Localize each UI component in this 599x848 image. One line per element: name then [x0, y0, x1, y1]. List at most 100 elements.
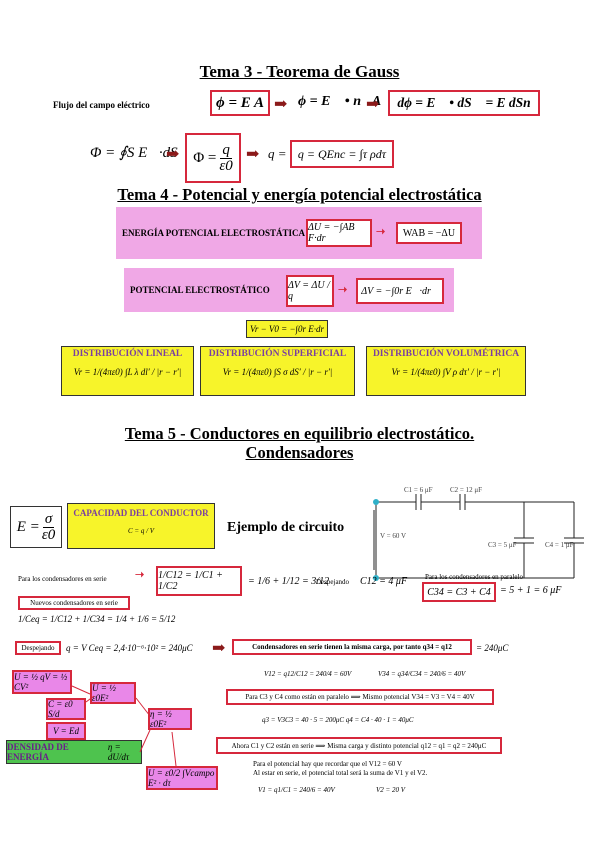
despejando-2-box: Despejando — [15, 641, 61, 655]
u-eq: U = ½ qV = ½ CV² — [14, 672, 68, 692]
capacidad-label: CAPACIDAD DEL CONDUCTOR — [73, 508, 209, 518]
despejando-1: Despejando — [316, 578, 350, 586]
eta-eq: η = ½ ε0E² — [150, 709, 172, 729]
gauss-eq4: Φ = ∮S E⃗·dS⃗ — [90, 145, 190, 161]
dist-volumetrica-eq: Vr = 1/(4πε0) ∫V ρ dτ′ / |r − r′| — [391, 367, 501, 377]
q-eq: q = V Ceq = 2,4·10⁻⁶·10² = 240μC — [66, 643, 193, 653]
phi-symbol: Φ = — [193, 149, 217, 166]
gauss-eq5-box: Φ = q ε0 — [185, 133, 241, 183]
dist-superficial-title: DISTRIBUCIÓN SUPERFICIAL — [208, 349, 347, 359]
circuit-c3: C3 = 5 μF — [488, 541, 517, 549]
tema5-title: Tema 5 - Conductores en equilibrio elect… — [0, 424, 599, 462]
nota-2: Al estar en serie, el potencial total se… — [253, 769, 428, 777]
capacidad-box: CAPACIDAD DEL CONDUCTOR C = q / V — [67, 503, 215, 549]
v34-eq: V34 = q34/C34 = 240/6 = 40V — [378, 670, 466, 678]
arrow-right-icon: ➡ — [366, 96, 380, 113]
tema5-title-line2: Condensadores — [245, 443, 354, 462]
dist-lineal-title: DISTRIBUCIÓN LINEAL — [72, 349, 183, 359]
q3-eq: q3 = V3C3 = 40 · 5 = 200μC q4 = C4 · 40 … — [262, 716, 414, 724]
ejemplo-label: Ejemplo de circuito — [227, 520, 345, 535]
eta-eq-box: η = ½ ε0E² — [148, 708, 192, 730]
flujo-eq1-box: ϕ = E A — [210, 90, 270, 116]
serie-label: Para los condensadores en serie — [18, 575, 107, 583]
tema4-title: Tema 4 - Potencial y energía potencial e… — [117, 185, 482, 204]
circuit-c1: C1 = 6 μF — [404, 486, 433, 494]
tema5-title-line1: Tema 5 - Conductores en equilibrio elect… — [124, 424, 475, 443]
c1c2-box: Ahora C1 y C2 están en serie ⟹ Misma car… — [216, 737, 502, 754]
energia-eq-box: ΔU = −∫AB F·dr — [306, 219, 372, 247]
c1c2-text: Ahora C1 y C2 están en serie ⟹ Misma car… — [231, 741, 487, 750]
gauss-eq6: q = QEnc = ∫τ ρdτ — [297, 146, 387, 161]
c34-eq: C34 = C3 + C4 — [427, 586, 491, 598]
u-e-eq-box: U = ½ ε0E² — [90, 682, 136, 704]
circuit-v: V = 60 V — [380, 532, 407, 540]
energia-eq: ΔU = −∫AB F·dr — [308, 222, 355, 244]
u-eq-box: U = ½ qV = ½ CV² — [12, 670, 72, 694]
c12-result: C12 = 4 μF — [360, 576, 408, 587]
u-int-eq-box: U = ε0/2 ∫Vcampo E² · dτ — [146, 766, 218, 790]
circuit-c2: C2 = 12 μF — [450, 486, 483, 494]
flujo-label: Flujo del campo eléctrico — [53, 100, 150, 110]
gauss-frac-num: q — [220, 141, 232, 159]
nuevos-box: Nuevos condensadores en serie — [18, 596, 130, 610]
densidad-eq: η = dU/dτ — [107, 742, 130, 762]
capacidad-eq: C = q / V — [127, 527, 155, 535]
gauss-eq6-box: q = QEnc = ∫τ ρdτ — [290, 140, 394, 168]
paralelo-label: Para los condensadores en paralelo — [425, 573, 523, 581]
flujo-eq2: ϕ = E⃗ • n⃗A — [298, 94, 382, 109]
arrow-right-icon: ➡ — [246, 146, 260, 163]
arrow-right-icon: ➝ — [135, 569, 145, 581]
circuit-diagram — [373, 494, 584, 581]
vr-eq-box: Vr − V0 = −∫0r E·dr — [246, 320, 328, 338]
u-int-eq: U = ε0/2 ∫Vcampo E² · dτ — [148, 768, 215, 788]
flujo-eq3: dϕ = E⃗ • dS⃗ = E dSn — [397, 95, 531, 110]
e-frac-den: ε0 — [41, 526, 56, 543]
gauss-frac-den: ε0 — [219, 157, 233, 174]
c34-result: = 5 + 1 = 6 μF — [500, 585, 562, 596]
c-eq: C = ε0 S/d — [48, 699, 73, 719]
e-symbol: E = — [16, 518, 40, 535]
despejando-2: Despejando — [21, 644, 55, 652]
arrow-right-icon: ➝ — [376, 226, 386, 238]
potencial-result: ΔV = −∫0r E⃗·dr⃗ — [361, 285, 439, 297]
dist-volumetrica-title: DISTRIBUCIÓN VOLUMÉTRICA — [372, 349, 520, 359]
tema3-title: Tema 3 - Teorema de Gauss — [199, 62, 400, 81]
c34-box: C34 = C3 + C4 — [422, 582, 496, 602]
serie-eq-rest: = 1/6 + 1/12 = 3/12 — [248, 576, 330, 587]
potencial-eq-box: ΔV = ΔU / q — [286, 275, 334, 307]
dist-lineal-eq: Vr = 1/(4πε0) ∫L λ dl′ / |r − r′| — [73, 367, 182, 377]
serie-eq-box: 1/C12 = 1/C1 + 1/C2 — [156, 566, 242, 596]
potencial-result-box: ΔV = −∫0r E⃗·dr⃗ — [356, 278, 444, 304]
dist-superficial-box: DISTRIBUCIÓN SUPERFICIAL Vr = 1/(4πε0) ∫… — [200, 346, 355, 396]
v1-eq: V1 = q1/C1 = 240/6 = 40V — [258, 786, 335, 794]
densidad-box: DENSIDAD DE ENERGÍA η = dU/dτ — [6, 740, 142, 764]
arrow-right-icon: ➡ — [212, 640, 226, 657]
energia-result: WAB = −ΔU — [402, 227, 456, 239]
e-field-box: E = σ ε0 — [10, 506, 62, 548]
circuit-c4: C4 = 1 μF — [545, 541, 574, 549]
paralelo-box: Para C3 y C4 como están en paralelo ⟹ Mi… — [226, 689, 494, 705]
nuevos-label: Nuevos condensadores en serie — [30, 599, 118, 607]
v12-eq: V12 = q12/C12 = 240/4 = 60V — [264, 670, 352, 678]
serie-carga-box: Condensadores en serie tienen la misma c… — [232, 639, 472, 655]
nota-1: Para el potencial hay que recordar que e… — [253, 760, 402, 768]
arrow-right-icon: ➡ — [274, 96, 288, 113]
dist-superficial-eq: Vr = 1/(4πε0) ∫S σ dS′ / |r − r′| — [222, 367, 333, 377]
flujo-eq3-box: dϕ = E⃗ • dS⃗ = E dSn — [388, 90, 540, 116]
energia-label: ENERGÍA POTENCIAL ELECTROSTÁTICA — [122, 228, 306, 238]
paralelo-text: Para C3 y C4 como están en paralelo ⟹ Mi… — [245, 693, 475, 701]
energia-result-box: WAB = −ΔU — [396, 222, 462, 244]
dist-lineal-box: DISTRIBUCIÓN LINEAL Vr = 1/(4πε0) ∫L λ d… — [61, 346, 194, 396]
gauss-frac: q ε0 — [219, 141, 233, 174]
mindmap-connectors — [71, 685, 177, 767]
gauss-q-prefix: q = — [268, 146, 287, 161]
densidad-label: DENSIDAD DE ENERGÍA — [7, 742, 69, 762]
dist-volumetrica-box: DISTRIBUCIÓN VOLUMÉTRICA Vr = 1/(4πε0) ∫… — [366, 346, 526, 396]
v-eq: V = Ed — [53, 726, 79, 736]
v2-eq: V2 = 20 V — [376, 786, 406, 794]
serie-misma-carga: Condensadores en serie tienen la misma c… — [252, 643, 452, 651]
arrow-right-icon: ➡ — [166, 146, 180, 163]
e-frac: σ ε0 — [41, 510, 56, 543]
e-frac-num: σ — [42, 510, 55, 528]
potencial-label: POTENCIAL ELECTROSTÁTICO — [130, 285, 270, 295]
